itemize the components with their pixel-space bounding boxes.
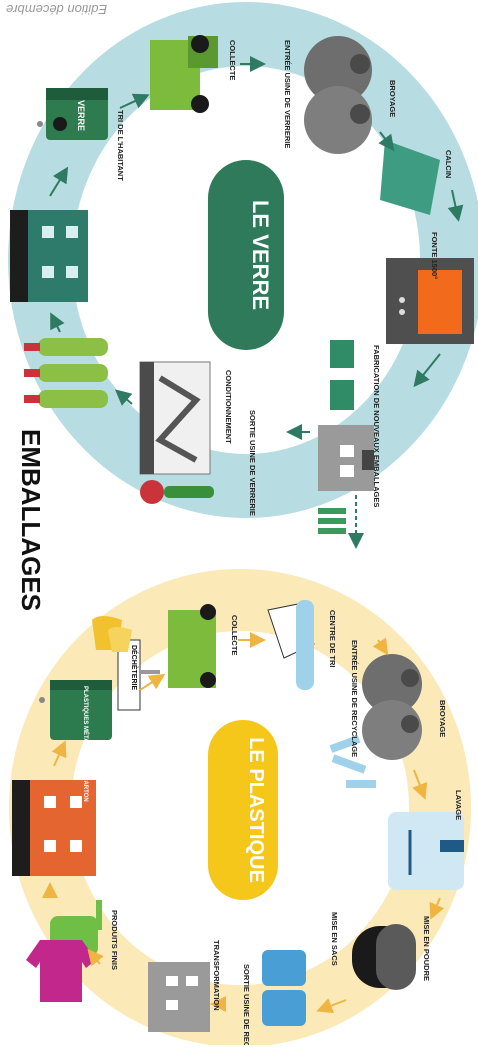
- verre-step-tri: TRI DE L'HABITANT: [116, 110, 125, 181]
- plastic-bin-icon: [39, 680, 112, 740]
- plastic-crusher-icon: [362, 654, 422, 760]
- glass-bottles-icon: [24, 338, 108, 408]
- dechetterie-label: DÉCHÈTERIE: [130, 645, 139, 690]
- arrow-4: [447, 189, 464, 222]
- verre-cycle: [8, 2, 478, 549]
- verre-step-broyage: BROYAGE: [388, 80, 397, 117]
- glass-bin-icon: [37, 88, 108, 140]
- arrow-7: [114, 389, 133, 406]
- sorting-hand-icon: [267, 600, 315, 690]
- p-arrow-8: [87, 948, 104, 967]
- washing-tank-icon: [388, 812, 464, 890]
- verre-title: LE VERRE: [248, 200, 273, 310]
- plastic-flakes-icon: [329, 735, 376, 788]
- plastic-truck-icon: [168, 604, 216, 688]
- new-packaging-icon: [330, 340, 354, 410]
- verre-step-calcin: CALCIN: [444, 150, 453, 178]
- plastique-step-transformation: TRANSFORMATION: [212, 940, 221, 1011]
- crusher-icon: [304, 36, 372, 154]
- main-title: EMBALLAGES: [16, 429, 46, 611]
- plastique-step-lavage: LAVAGE: [454, 790, 463, 820]
- cullet-pile-icon: [380, 140, 440, 215]
- plastique-step-centre-tri: CENTRE DE TRI: [328, 610, 337, 668]
- verre-bin-label: VERRE: [76, 100, 86, 131]
- verre-step-conditionnement: CONDITIONNEMENT: [224, 370, 233, 444]
- arrow-8: [50, 312, 65, 333]
- sacks-icon: [262, 950, 306, 1026]
- truck-icon: [150, 35, 218, 113]
- verre-blob: [208, 160, 284, 350]
- plastique-step-produits: PRODUITS FINIS: [110, 910, 119, 970]
- vase-icon: [92, 616, 132, 652]
- conditioning-machine-icon: [139, 361, 211, 475]
- plastic-house-icon: [12, 780, 96, 876]
- p-arrow-10: [51, 740, 67, 767]
- arrow-9: [49, 166, 69, 197]
- plastique-cycle: [9, 569, 471, 1047]
- plastique-title: LE PLASTIQUE: [245, 737, 267, 883]
- plastique-step-poudre: MISE EN POUDRE: [422, 916, 431, 981]
- verre-step-collecte: COLLECTE: [228, 40, 237, 80]
- plastique-bin-label: PLASTIQUES MÉTAUX PAPIER CARTON: [82, 686, 90, 802]
- plastic-factory-icon: [148, 962, 210, 1032]
- verre-step-entree: ENTRÉE USINE DE VERRERIE: [283, 40, 292, 148]
- verre-step-fonte: FONTE 1500°: [430, 232, 439, 279]
- tshirt-icon: [26, 940, 96, 1002]
- p-arrow-3: [372, 637, 389, 656]
- p-arrow-4: [412, 769, 428, 800]
- p-arrow-5: [429, 897, 445, 920]
- house-icon: [10, 210, 88, 302]
- p-arrow-6: [316, 998, 347, 1014]
- verre-step-fabrication: FABRICATION DE NOUVEAUX EMBALLAGES: [372, 345, 381, 507]
- furnace-icon: [386, 258, 474, 344]
- plastique-step-collecte: COLLECTE: [230, 615, 239, 655]
- plastique-step-sacs: MISE EN SACS: [330, 912, 339, 966]
- plastique-blob: [208, 720, 278, 900]
- glass-factory-icon: [318, 425, 374, 491]
- plastique-step-entree: ENTRÉE USINE DE RECYCLAGE: [350, 640, 359, 757]
- bottles-row-icon: [318, 495, 364, 549]
- wine-bottle-icon: [140, 480, 214, 504]
- plastique-step-broyage: BROYAGE: [438, 700, 447, 737]
- arrow-3: [378, 131, 395, 152]
- powder-icon: [352, 924, 416, 990]
- arrow-1: [119, 93, 150, 109]
- verre-step-sortie: SORTIE USINE DE VERRERIE: [248, 410, 257, 516]
- plastique-step-sortie: SORTIE USINE DE RECYCLAGE: [242, 964, 251, 1045]
- arrow-5: [413, 353, 441, 388]
- watermark: Edition décembre: [6, 2, 108, 17]
- p-arrow-1: [139, 673, 166, 691]
